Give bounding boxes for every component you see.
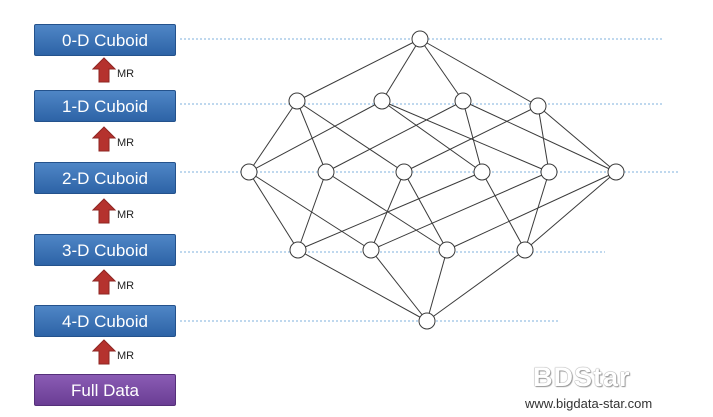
lattice-edge [296,38,421,102]
lattice-edge [426,249,526,322]
lattice-edge [419,38,464,102]
up-arrow-icon [92,269,116,295]
lattice-edge [537,105,617,173]
up-arrow-icon [92,126,116,152]
lattice-edge [297,171,483,251]
lattice-node [317,163,335,181]
lattice-edge [248,171,372,251]
mr-step: MR [92,57,152,85]
level-box-1d: 1-D Cuboid [34,90,176,122]
lattice-edge [248,100,298,173]
lattice-edge [297,171,327,251]
lattice-node [540,163,558,181]
lattice-edge [462,100,483,173]
lattice-node [607,163,625,181]
level-box-3d: 3-D Cuboid [34,234,176,266]
lattice-edge [403,171,448,251]
lattice-node [418,312,436,330]
lattice-edge [370,171,550,251]
brand-text: BDStar [533,362,631,392]
lattice-edge [325,100,464,173]
lattice-node [240,163,258,181]
level-label: 0-D Cuboid [62,31,148,50]
mr-step: MR [92,269,152,297]
lattice-node [438,241,456,259]
level-label: 1-D Cuboid [62,97,148,116]
lattice-edge [381,38,421,102]
lattice-edge [381,100,550,173]
lattice-edge [248,171,299,251]
lattice-node [411,30,429,48]
lattice-edge [481,171,526,251]
website-url: www.bigdata-star.com [525,396,653,411]
lattice-node [395,163,413,181]
lattice-edge [419,38,539,107]
lattice-edge [297,249,428,322]
lattice-edge [524,171,617,251]
mr-label: MR [117,68,135,80]
lattice-edge [370,249,428,322]
lattice-node [288,92,306,110]
lattice-node [473,163,491,181]
lattice-edge [296,100,405,173]
lattice-node [362,241,380,259]
lattice-node [289,241,307,259]
mr-step: MR [92,126,152,154]
lattice-edge [426,249,448,322]
mr-step: MR [92,198,152,226]
lattice-node [373,92,391,110]
lattice-edge [381,100,483,173]
lattice-edge [462,100,617,173]
level-label: 3-D Cuboid [62,241,148,260]
level-label: 2-D Cuboid [62,169,148,188]
level-box-4d: 4-D Cuboid [34,305,176,337]
mr-label: MR [117,137,135,149]
up-arrow-icon [92,57,116,83]
mr-label: MR [117,350,135,362]
lattice-node [454,92,472,110]
lattice-node [516,241,534,259]
lattice-node [529,97,547,115]
lattice-edge [296,100,327,173]
lattice-edges [248,38,617,322]
level-box-0d: 0-D Cuboid [34,24,176,56]
lattice-edge [524,171,550,251]
up-arrow-icon [92,339,116,365]
level-label: 4-D Cuboid [62,312,148,331]
lattice-nodes [240,30,625,330]
lattice-edge [370,171,405,251]
level-guide-lines [180,38,680,322]
lattice-edge [446,171,617,251]
mr-label: MR [117,209,135,221]
full-data-box: Full Data [34,374,176,406]
level-box-2d: 2-D Cuboid [34,162,176,194]
lattice-edge [325,171,448,251]
brand-logo: BDStar [533,362,631,393]
mr-label: MR [117,280,135,292]
lattice-edge [248,100,383,173]
full-data-label: Full Data [70,381,140,400]
mr-step: MR [92,339,152,367]
up-arrow-icon [92,198,116,224]
lattice-edge [537,105,550,173]
